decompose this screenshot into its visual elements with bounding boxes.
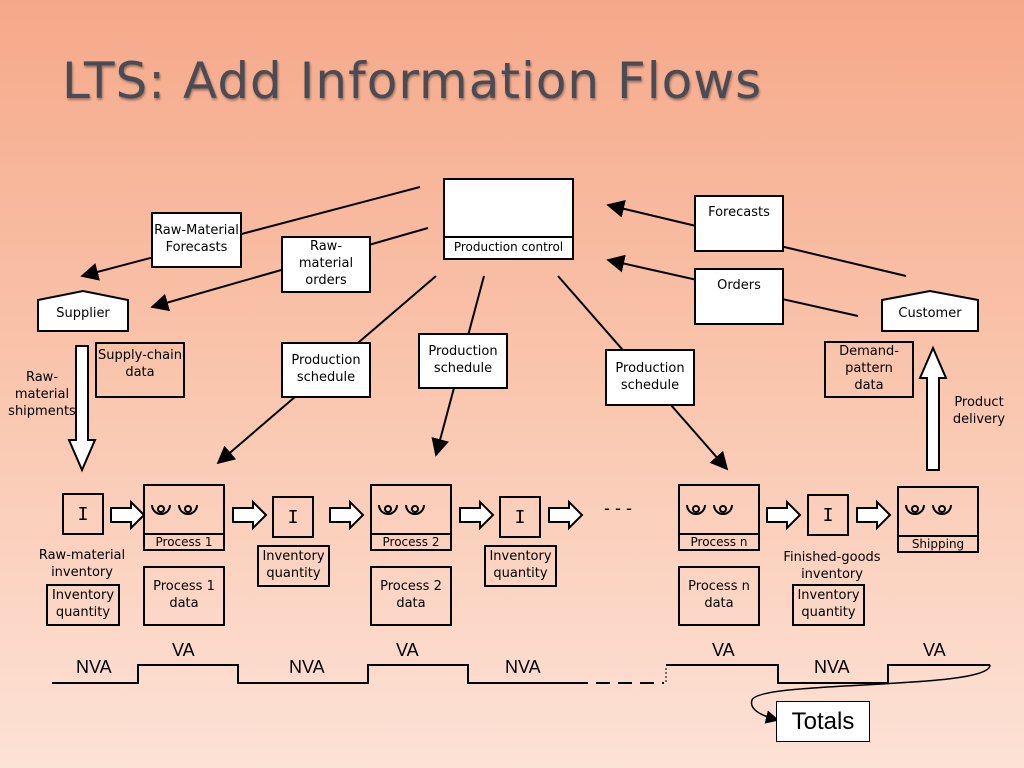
nva-label-2: NVA (289, 657, 325, 677)
process-2-box: Process 2 (370, 484, 452, 551)
push-arrow-5 (548, 499, 584, 531)
timeline-right (666, 664, 990, 684)
timeline (52, 664, 588, 684)
line-pc-to-supplier-forecasts (80, 186, 421, 281)
supply-chain-data-box: Supply-chain data (95, 342, 185, 398)
process-2-data-box: Process 2 data (370, 566, 452, 626)
inventory-box-raw: I (62, 493, 104, 535)
page-title: LTS: Add Information Flows (62, 52, 763, 110)
process-n-data-box: Process n data (678, 566, 760, 626)
inventory-box-1: I (272, 496, 314, 538)
customer-shape (881, 289, 979, 332)
process-1-label: Process 1 (145, 533, 223, 549)
va-label-2: VA (396, 640, 419, 660)
shipping-box: Shipping (897, 486, 979, 553)
va-label-3: VA (712, 640, 735, 660)
process-1-box: Process 1 (143, 484, 225, 551)
shipping-label: Shipping (899, 535, 977, 551)
finished-goods-inventory-label: Finished-goods inventory (783, 550, 881, 582)
push-arrow-1 (110, 499, 146, 531)
inventory-quantity-box-fg: Inventory quantity (792, 584, 865, 626)
totals-arrow (750, 664, 991, 724)
nva-label-1: NVA (76, 657, 112, 677)
production-schedule-1-box: Production schedule (281, 342, 371, 398)
operator-icons (151, 504, 952, 515)
raw-material-orders-box: Raw-material orders (281, 236, 371, 293)
process-n-box: Process n (678, 484, 760, 551)
production-control-label: Production control (445, 236, 572, 258)
push-arrow-3 (329, 499, 365, 531)
push-arrow-6 (766, 499, 802, 531)
push-arrow-4 (459, 499, 495, 531)
customer-label: Customer (898, 306, 962, 321)
forecasts-box: Forecasts (694, 195, 784, 252)
production-schedule-2-box: Production schedule (418, 333, 508, 389)
process-1-data-box: Process 1 data (143, 566, 225, 626)
inventory-quantity-box-raw: Inventory quantity (46, 584, 120, 626)
product-delivery-label: Product delivery (952, 395, 1006, 427)
inventory-quantity-box-2: Inventory quantity (484, 545, 557, 587)
push-arrow-7 (856, 499, 892, 531)
process-n-label: Process n (680, 533, 758, 549)
nva-label-4: NVA (814, 657, 850, 677)
raw-material-shipments-label: Raw- material shipments (8, 370, 76, 419)
push-arrow-2 (232, 499, 268, 531)
raw-material-inventory-label: Raw-material inventory (38, 548, 126, 580)
product-delivery-arrow (918, 345, 948, 471)
totals-box: Totals (776, 701, 870, 742)
production-schedule-n-box: Production schedule (605, 349, 695, 406)
supplier-shape (37, 289, 129, 332)
production-control-box: Production control (443, 178, 574, 260)
inventory-box-fg: I (807, 494, 849, 536)
ellipsis: - - - (604, 498, 632, 518)
process-2-label: Process 2 (372, 533, 450, 549)
supplier-label: Supplier (56, 306, 110, 321)
demand-pattern-data-box: Demand- pattern data (824, 341, 914, 398)
raw-material-shipment-arrow (67, 345, 97, 473)
orders-box: Orders (694, 268, 784, 325)
inventory-quantity-box-1: Inventory quantity (257, 545, 330, 587)
raw-material-forecasts-box: Raw-Material Forecasts (151, 212, 242, 268)
va-label-4: VA (923, 640, 946, 660)
inventory-box-2: I (499, 496, 541, 538)
va-label-1: VA (172, 640, 195, 660)
nva-label-3: NVA (505, 657, 541, 677)
